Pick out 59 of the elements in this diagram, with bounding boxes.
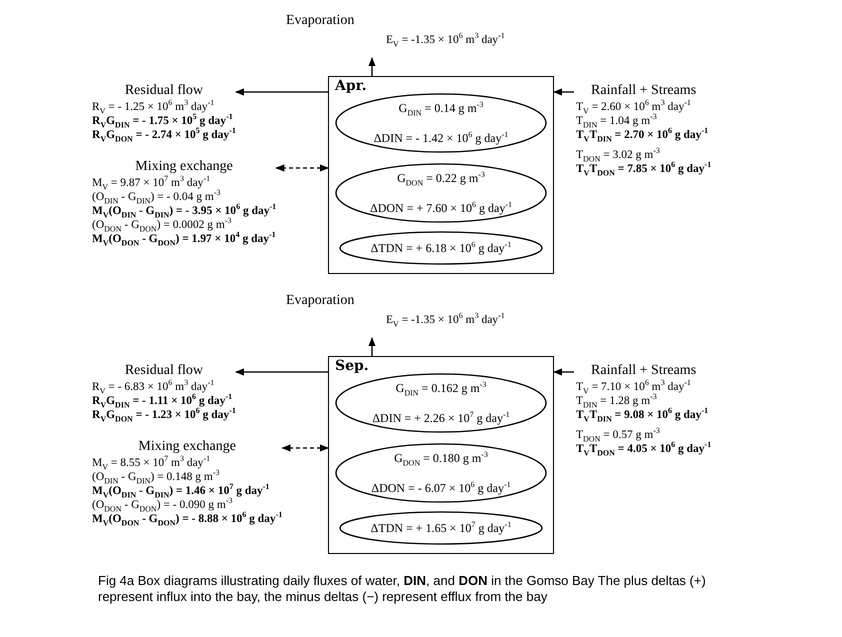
flux-equation: (O$_{DIN}$ - G$_{DIN}$) = 0.148 g m$^{-3}$ bbox=[92, 470, 221, 484]
equation-text: G$_{DIN}$ = 0.14 g m$^{-3}$ bbox=[398, 101, 484, 115]
double-arrow bbox=[281, 444, 329, 452]
flux-equation: T$_{V}$T$_{DIN}$ = 2.70 × 10$^{6}$ g day$^{-1}$ bbox=[576, 128, 710, 142]
bay-box bbox=[328, 76, 554, 274]
flux-equation: E$_{V}$ = -1.35 × 10$^{6}$ m$^{3}$ day$^{-1}$ bbox=[386, 33, 505, 47]
flux-equation: T$_{V}$T$_{DON}$ = 4.05 × 10$^{6}$ g day$^{-1}$ bbox=[576, 442, 712, 456]
flux-equation: T$_{DON}$ = 3.02 g m$^{-3}$ bbox=[576, 148, 661, 162]
arrow bbox=[553, 88, 574, 96]
arrow bbox=[368, 337, 376, 356]
flux-equation: R$_{V}$ = - 1.25 × 10$^{6}$ m$^{3}$ day$^{-1}$ bbox=[92, 100, 216, 114]
flux-equation: T$_{V}$ = 7.10 × 10$^{6}$ m$^{3}$ day$^{-1}$ bbox=[576, 380, 692, 394]
flux-heading: Mixing exchange bbox=[137, 438, 237, 456]
flux-heading: Evaporation bbox=[286, 292, 356, 310]
flux-equation: (O$_{DON}$ - G$_{DON}$) = 0.0002 g m$^{-3}$ bbox=[92, 218, 233, 232]
flux-equation: (O$_{DON}$ - G$_{DON}$) = - 0.090 g m$^{-3}$ bbox=[92, 498, 234, 512]
month-label: Apr. bbox=[335, 78, 367, 94]
equation-text: G$_{DON}$ = 0.180 g m$^{-3}$ bbox=[393, 451, 489, 465]
flux-equation: R$_{V}$G$_{DIN}$ = - 1.11 × 10$^{6}$ g day$^{-1}$ bbox=[92, 394, 232, 408]
flux-equation: T$_{DON}$ = 0.57 g m$^{-3}$ bbox=[576, 428, 661, 442]
flux-equation: M$_{V}$(O$_{DON}$ - G$_{DON}$) = - 8.88 × 10$^{6}$ g day$^{-1}$ bbox=[92, 512, 282, 526]
equation-text: G$_{DIN}$ = 0.162 g m$^{-3}$ bbox=[394, 381, 488, 395]
flux-heading: Residual flow bbox=[124, 82, 204, 100]
flux-equation: T$_{DIN}$ = 1.04 g m$^{-3}$ bbox=[576, 114, 658, 128]
flux-equation: T$_{V}$T$_{DON}$ = 7.85 × 10$^{6}$ g day$^{-1}$ bbox=[576, 162, 712, 176]
flux-equation: R$_{V}$G$_{DIN}$ = - 1.75 × 10$^{5}$ g day$^{-1}$ bbox=[92, 114, 233, 128]
flux-heading: Evaporation bbox=[286, 12, 356, 30]
equation-text: ΔDIN = - 1.42 × 10$^{6}$ g day$^{-1}$ bbox=[372, 131, 510, 145]
bay-box bbox=[328, 356, 554, 554]
double-arrow bbox=[275, 164, 329, 172]
equation-text: ΔTDN = + 6.18 × 10$^{6}$ g day$^{-1}$ bbox=[370, 241, 512, 255]
equation-text: ΔDON = + 7.60 × 10$^{6}$ g day$^{-1}$ bbox=[368, 201, 514, 215]
figure-caption: Fig 4a Box diagrams illustrating daily fluxes of water, DIN, and DON in the Gomso Bay The plus deltas (+) represent influx into the bay, the minus deltas (−) represent efflux from the bay bbox=[98, 573, 707, 605]
flux-equation: T$_{DIN}$ = 1.28 g m$^{-3}$ bbox=[576, 394, 658, 408]
equation-text: ΔTDN = + 1.65 × 10$^{7}$ g day$^{-1}$ bbox=[370, 521, 512, 535]
flux-equation: R$_{V}$ = - 6.83 × 10$^{6}$ m$^{3}$ day$^{-1}$ bbox=[92, 380, 216, 394]
flux-equation: M$_{V}$ = 8.55 × 10$^{7}$ m$^{3}$ day$^{-1}$ bbox=[92, 456, 212, 470]
arrow bbox=[234, 88, 328, 96]
flux-equation: R$_{V}$G$_{DON}$ = - 1.23 × 10$^{6}$ g day$^{-1}$ bbox=[92, 408, 236, 422]
flux-heading: Rainfall + Streams bbox=[590, 82, 698, 100]
flux-equation: M$_{V}$(O$_{DON}$ - G$_{DON}$) = 1.97 × 10$^{4}$ g day$^{-1}$ bbox=[92, 232, 276, 246]
equation-text: G$_{DON}$ = 0.22 g m$^{-3}$ bbox=[396, 171, 486, 185]
flux-equation: M$_{V}$(O$_{DIN}$ - G$_{DIN}$) = - 3.95 × 10$^{6}$ g day$^{-1}$ bbox=[92, 204, 276, 218]
equation-text: ΔDIN = + 2.26 × 10$^{7}$ g day$^{-1}$ bbox=[371, 411, 511, 425]
flux-heading: Rainfall + Streams bbox=[590, 362, 698, 380]
flux-equation: M$_{V}$(O$_{DIN}$ - G$_{DIN}$) = 1.46 × 10$^{7}$ g day$^{-1}$ bbox=[92, 484, 270, 498]
flux-equation: M$_{V}$ = 9.87 × 10$^{7}$ m$^{3}$ day$^{-1}$ bbox=[92, 176, 212, 190]
equation-text: ΔDON = - 6.07 × 10$^{6}$ g day$^{-1}$ bbox=[370, 481, 512, 495]
flux-equation: (O$_{DIN}$ - G$_{DIN}$) = - 0.04 g m$^{-3}$ bbox=[92, 190, 222, 204]
month-label: Sep. bbox=[335, 358, 369, 374]
flux-equation: T$_{V}$T$_{DIN}$ = 9.08 × 10$^{6}$ g day$^{-1}$ bbox=[576, 408, 710, 422]
flux-heading: Residual flow bbox=[124, 362, 204, 380]
arrow bbox=[368, 57, 376, 76]
flux-heading: Mixing exchange bbox=[134, 158, 234, 176]
flux-equation: R$_{V}$G$_{DON}$ = - 2.74 × 10$^{5}$ g day$^{-1}$ bbox=[92, 128, 236, 142]
arrow bbox=[553, 368, 574, 376]
arrow bbox=[234, 368, 328, 376]
flux-equation: E$_{V}$ = -1.35 × 10$^{6}$ m$^{3}$ day$^{-1}$ bbox=[386, 313, 505, 327]
flux-equation: T$_{V}$ = 2.60 × 10$^{6}$ m$^{3}$ day$^{-1}$ bbox=[576, 100, 692, 114]
